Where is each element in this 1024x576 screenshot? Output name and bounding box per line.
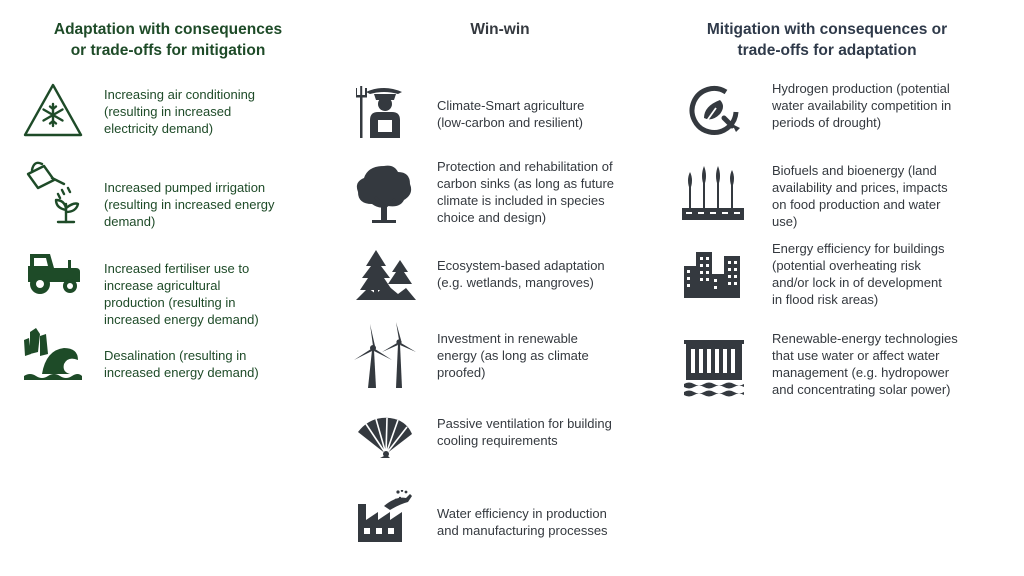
list-item-label: Ecosystem-based adaptation (e.g. wetland… — [437, 258, 605, 290]
list-item-label: Renewable-energy technologies that use w… — [772, 331, 958, 397]
list-item-label: Hydrogen production (potential water ava… — [772, 81, 952, 130]
hydrogen-leaf-plug-icon — [686, 84, 742, 138]
wind-turbines-icon — [354, 320, 416, 388]
list-item-label: Water efficiency in production and manuf… — [437, 506, 608, 538]
air-conditioning-snowflake-warning-icon — [22, 82, 84, 138]
list-item-label: Increasing air conditioning (resulting i… — [104, 87, 256, 136]
hand-fan-icon — [356, 414, 414, 458]
list-item-label: Increased fertiliser use to increase agr… — [104, 261, 259, 327]
list-item-label: Investment in renewable energy (as long … — [437, 331, 589, 380]
watering-can-irrigation-icon — [22, 158, 84, 224]
list-item-label: Protection and rehabilitation of carbon … — [437, 159, 615, 225]
factory-water-icon — [356, 490, 414, 542]
list-item-label: Climate-Smart agriculture (low-carbon an… — [437, 98, 585, 130]
hydropower-dam-icon — [684, 336, 744, 400]
list-item-label: Passive ventilation for building cooling… — [437, 416, 612, 448]
biofuel-crops-icon — [682, 164, 744, 220]
farmer-pitchfork-icon — [356, 82, 406, 138]
tree-icon — [354, 162, 414, 224]
city-buildings-icon — [684, 250, 742, 298]
list-item-label: Biofuels and bioenergy (land availabilit… — [772, 163, 948, 229]
list-item-label: Increased pumped irrigation (resulting i… — [104, 180, 275, 229]
right-column-heading: Mitigation with consequences or trade-of… — [706, 21, 948, 59]
list-item-label: Energy efficiency for buildings (potenti… — [772, 241, 945, 307]
desalination-crystal-wave-icon — [22, 326, 82, 380]
middle-column-heading: Win-win — [470, 21, 530, 38]
tractor-icon — [24, 252, 82, 294]
list-item-label: Desalination (resulting in increased ene… — [104, 348, 259, 380]
forest-mountains-icon — [354, 248, 416, 302]
left-column-heading: Adaptation with consequences or trade-of… — [53, 21, 283, 59]
